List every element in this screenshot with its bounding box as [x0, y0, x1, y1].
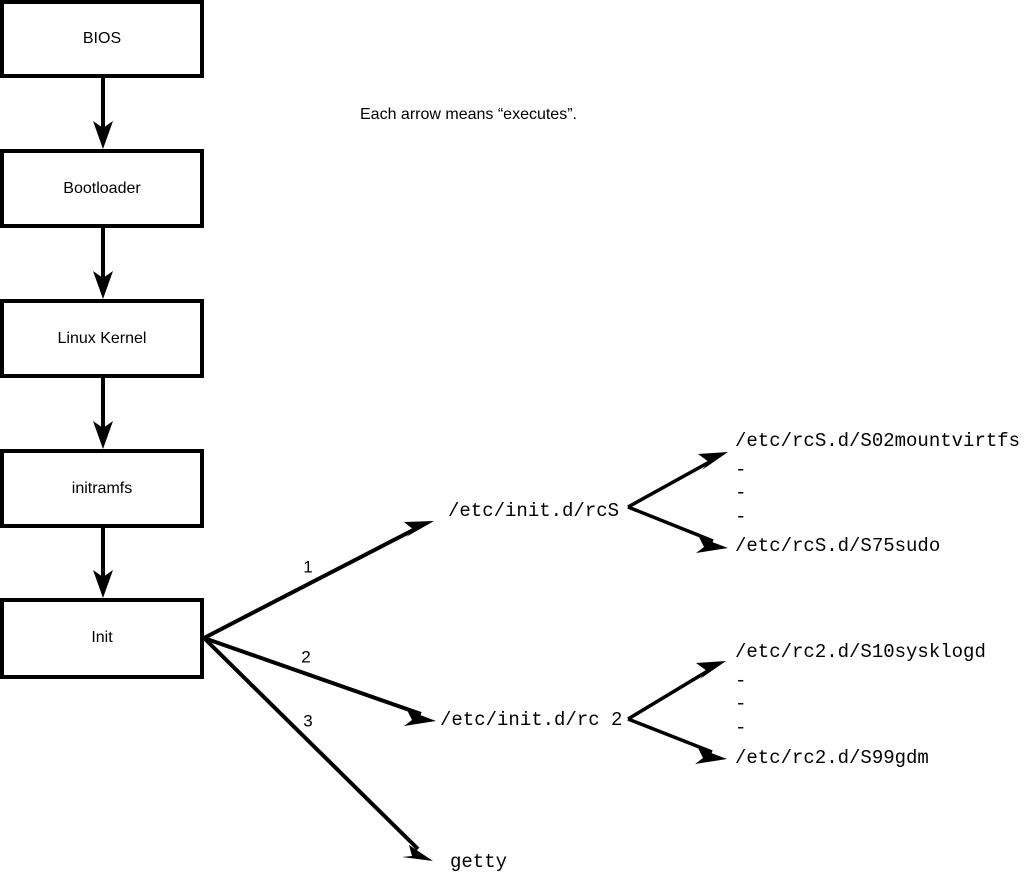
label-etc-rc2-d-S99gdm[interactable]: /etc/rc2.d/S99gdm: [735, 747, 929, 769]
rcS-ellipsis-dash-3: -: [735, 506, 746, 528]
label-etc-init-d-rc-2[interactable]: /etc/init.d/rc 2: [440, 709, 622, 731]
branch-number-1: 1: [303, 557, 312, 576]
label-getty[interactable]: getty: [450, 851, 507, 873]
arrow-bootloader-to-kernel: [93, 226, 113, 299]
vertical-flow-arrows: [93, 76, 113, 598]
init-branch-arrows: [202, 521, 436, 861]
rcS-script-group: /etc/rcS.d/S02mountvirtfs - - - /etc/rcS…: [627, 430, 1020, 557]
stage-box-bios[interactable]: BIOS: [0, 0, 204, 78]
arrow-initramfs-to-init: [93, 526, 113, 598]
rc2-script-group: /etc/rc2.d/S10sysklogd - - - /etc/rc2.d/…: [627, 641, 986, 769]
stage-box-linux-kernel[interactable]: Linux Kernel: [0, 299, 204, 378]
rc2-arrow-last: [627, 717, 727, 764]
arrow-bios-to-bootloader: [93, 76, 113, 149]
rcS-ellipsis-dash-2: -: [735, 482, 746, 504]
stage-label-initramfs: initramfs: [72, 480, 132, 497]
stage-box-init[interactable]: Init: [0, 598, 204, 679]
label-etc-rc2-d-S10sysklogd[interactable]: /etc/rc2.d/S10sysklogd: [735, 641, 986, 663]
arrow-kernel-to-initramfs: [93, 376, 113, 449]
rc2-ellipsis-dash-1: -: [735, 670, 746, 692]
rc2-ellipsis-dash-2: -: [735, 693, 746, 715]
stage-box-initramfs[interactable]: initramfs: [0, 449, 204, 528]
rc2-ellipsis-dash-3: -: [735, 717, 746, 739]
label-etc-rcS-d-S02mountvirtfs[interactable]: /etc/rcS.d/S02mountvirtfs: [735, 430, 1020, 452]
legend-note: Each arrow means “executes”.: [360, 106, 577, 123]
stage-label-init: Init: [91, 629, 113, 646]
stage-label-bios: BIOS: [83, 30, 121, 47]
rcS-arrow-last: [627, 505, 728, 553]
stage-box-bootloader[interactable]: Bootloader: [0, 149, 204, 228]
branch-arrow-1: [203, 521, 434, 640]
stage-label-linux-kernel: Linux Kernel: [58, 330, 147, 347]
rcS-arrow-first: [627, 452, 728, 509]
rc2-arrow-first: [627, 661, 726, 721]
branch-arrow-2: [203, 636, 436, 726]
stage-label-bootloader: Bootloader: [63, 180, 141, 197]
rcS-ellipsis-dash-1: -: [735, 459, 746, 481]
label-etc-rcS-d-S75sudo[interactable]: /etc/rcS.d/S75sudo: [735, 535, 940, 557]
branch-number-3: 3: [303, 711, 312, 730]
branch-number-2: 2: [301, 647, 310, 666]
branch-arrow-3: [202, 636, 433, 861]
label-etc-init-d-rcS[interactable]: /etc/init.d/rcS: [448, 500, 619, 522]
